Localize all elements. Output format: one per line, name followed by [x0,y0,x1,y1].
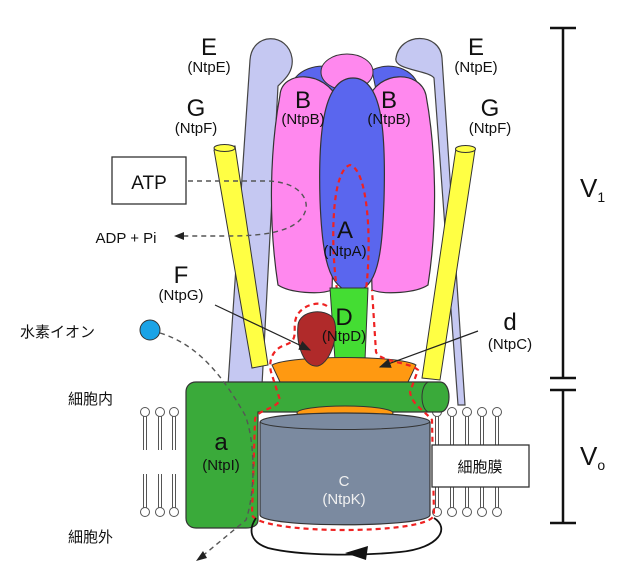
subunit-b-right [367,76,436,294]
lipid-head [169,507,179,517]
cell-membrane-box [431,444,530,488]
lipid-head [477,407,487,417]
subunit-b-left-letter: B [295,87,311,114]
subunit-d-letter: D [335,304,352,331]
lipid-head [462,507,472,517]
rotation-arrow [250,517,443,556]
hydrogen-ion-label: 水素イオン [20,323,95,341]
adp-arrowhead [174,232,184,240]
subunit-c-ring [259,412,431,526]
subunit-e-right-letter: E [468,34,484,61]
subunit-d-name: (NtpD) [322,328,366,345]
lipid-head [492,507,502,517]
intracellular-label: 細胞内 [68,390,113,408]
cell-membrane-label: 細胞膜 [457,458,502,476]
lipid-head [447,507,457,517]
subunit-g-right [421,145,476,381]
subunit-d-small-letter: d [503,309,516,336]
proton-transport-path [159,332,254,559]
lipid-head [492,407,502,417]
lipid-head [477,507,487,517]
vo-label: Vo [580,441,605,473]
subunit-b-right-letter: B [381,87,397,114]
subunit-d-small-name: (NtpC) [488,336,532,353]
subunit-f [297,311,337,367]
atp-hydrolysis-path [182,180,307,237]
subunit-a-catalytic-name: (NtpA) [323,243,366,260]
lipid-head [462,407,472,417]
vo-bracket [550,388,576,525]
v1-bracket [550,26,576,380]
catalytic-site-outline [332,163,370,291]
lipid-head [155,507,165,517]
subunit-g-right-letter: G [481,95,500,122]
subunit-g-left-letter: G [187,95,206,122]
extracellular-label: 細胞外 [68,528,113,546]
subunit-a-stator-letter: a [214,429,228,456]
lipid-head [155,407,165,417]
subunit-b-right-name: (NtpB) [367,111,410,128]
lipid-head [169,407,179,417]
subunit-f-leader [214,304,312,351]
v1-label: V1 [580,173,605,205]
lipid-head [140,407,150,417]
lipid-head [447,407,457,417]
subunit-a-end-cap [421,381,429,413]
subunit-e-right-name: (NtpE) [454,59,497,76]
hydrogen-ion-icon [139,319,161,341]
subunit-a-stator-name: (NtpI) [202,457,240,474]
subunit-f-letter: F [174,262,189,289]
subunit-c-ring-top [259,421,431,430]
subunit-a-catalytic-letter: A [337,217,353,244]
subunit-e-left-letter: E [201,34,217,61]
atp-label: ATP [131,173,167,194]
lipid-head [140,507,150,517]
lipid-bilayer-left [140,407,179,517]
subunit-e-left-name: (NtpE) [187,59,230,76]
subunit-g-left-name: (NtpF) [175,120,218,137]
adp-pi-label: ADP + Pi [95,230,156,247]
subunit-g-right-name: (NtpF) [469,120,512,137]
subunit-b-left-name: (NtpB) [281,111,324,128]
subunit-c-name: (NtpK) [322,491,365,508]
proton-exit-arrowhead [196,551,207,561]
subunit-f-name: (NtpG) [159,287,204,304]
atp-box [111,156,187,205]
rotation-arrowhead [345,546,368,560]
proton-pathway-outline [250,289,436,532]
subunit-c-letter: C [339,473,350,490]
subunit-g-left [213,144,269,369]
subunit-d-small-leader [378,330,479,368]
